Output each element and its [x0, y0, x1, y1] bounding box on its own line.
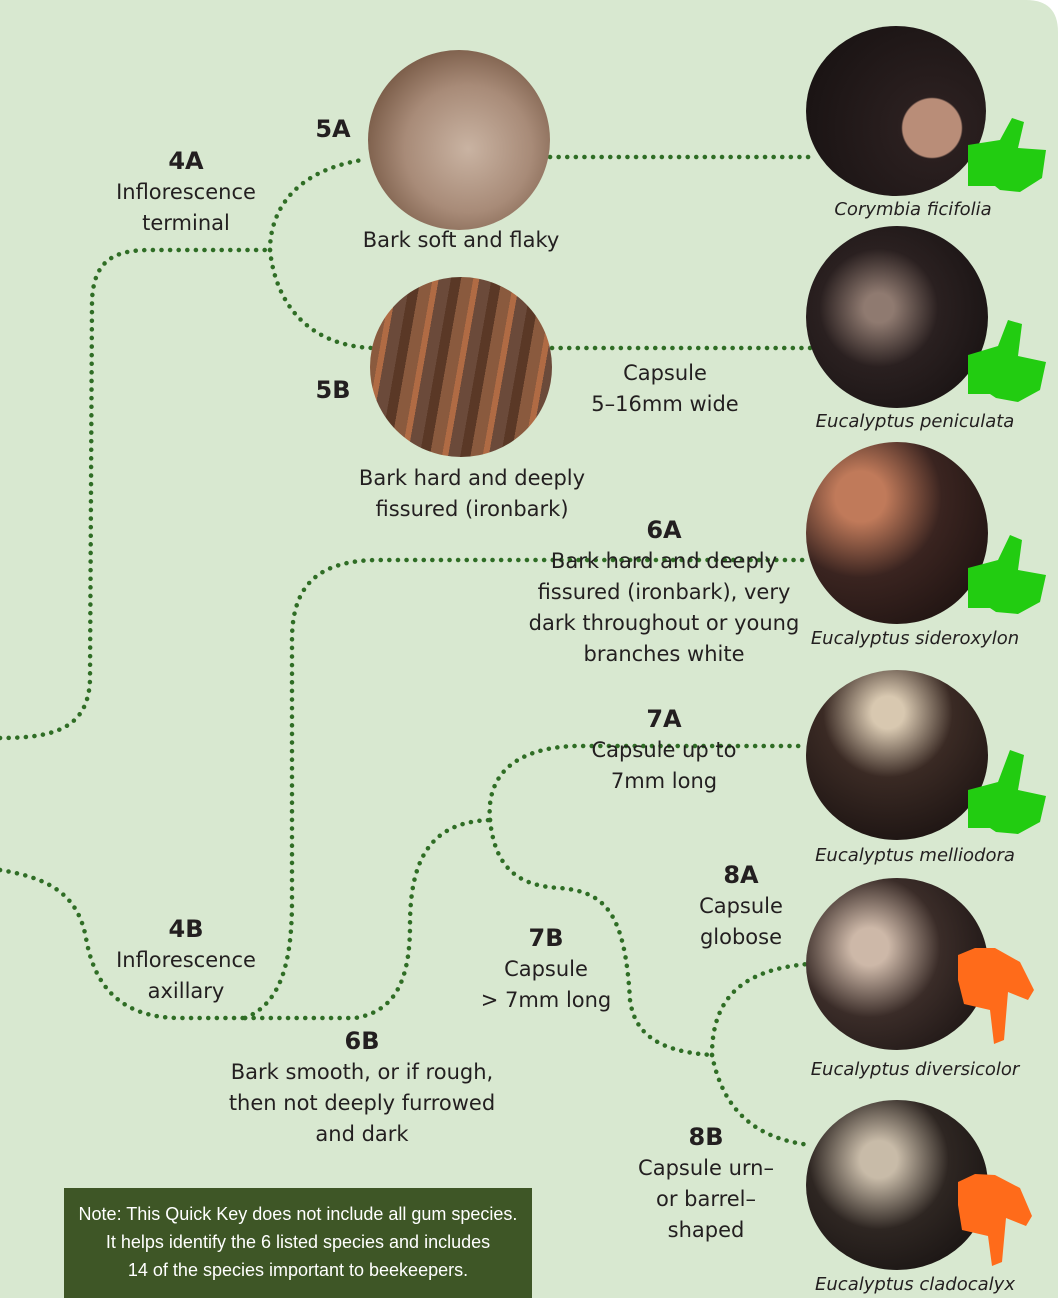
path-4B-6B	[242, 817, 493, 1021]
node-text-line: Bark smooth, or if rough,	[230, 1060, 494, 1084]
thumbs-down-icon	[958, 1174, 1032, 1266]
node-text-line: dark throughout or young	[528, 611, 800, 635]
node-4A: 4A Inflorescence terminal	[96, 146, 276, 239]
node-8A: 8A Capsule globose	[676, 860, 806, 953]
node-6B: 6B Bark smooth, or if rough, then not de…	[212, 1026, 512, 1150]
node-code: 4B	[168, 915, 204, 943]
thumbs-up-icon	[968, 118, 1046, 192]
species-name: Eucalyptus cladocalyx	[815, 1274, 1015, 1295]
node-text-line: Capsule	[699, 894, 783, 918]
species-name: Eucalyptus diversicolor	[810, 1059, 1020, 1080]
thumbs-up-icon	[968, 320, 1046, 402]
species-photo-eucalyptus-sideroxylon	[806, 442, 988, 624]
node-5A-code: 5A	[315, 115, 351, 143]
path-7B-8A	[709, 961, 811, 1058]
node-text-line: fissured (ironbark), very	[537, 580, 791, 604]
node-code: 8B	[688, 1123, 724, 1151]
node-text-line: fissured (ironbark)	[375, 497, 569, 521]
node-text-line: > 7mm long	[480, 988, 612, 1012]
node-code: 4A	[168, 147, 204, 175]
species-photo-eucalyptus-melliodora	[806, 670, 988, 840]
thumbs-up-icon	[968, 535, 1046, 614]
thumbs-down-icon	[958, 948, 1034, 1044]
node-code: 7B	[528, 924, 564, 952]
note-line: Note: This Quick Key does not include al…	[78, 1204, 518, 1224]
species-name: Eucalyptus peniculata	[815, 411, 1015, 432]
node-text-line: branches white	[583, 642, 745, 666]
path-6B-7A	[487, 743, 808, 823]
path-to-4A	[0, 247, 273, 741]
node-7B: 7B Capsule > 7mm long	[466, 923, 626, 1016]
node-text-line: Bark hard and deeply	[550, 549, 778, 573]
species-photo-eucalyptus-diversicolor	[806, 878, 988, 1050]
node-text-line: Capsule urn–	[638, 1156, 774, 1180]
node-text-line: terminal	[142, 211, 230, 235]
node-code: 6B	[344, 1027, 380, 1055]
node-text-line: Bark hard and deeply	[358, 466, 586, 490]
node-text-line: Capsule	[623, 361, 707, 385]
note-box: Note: This Quick Key does not include al…	[64, 1188, 532, 1298]
path-4A-5B	[267, 247, 375, 351]
node-text-line: and dark	[315, 1122, 409, 1146]
node-5B-code: 5B	[315, 376, 351, 404]
bark-photo-soft-flaky	[368, 50, 550, 230]
node-5A-text: Bark soft and flaky	[362, 228, 560, 252]
path-4B-6A	[242, 557, 813, 1021]
path-4A-5A	[267, 157, 365, 253]
node-text-line: Inflorescence	[116, 948, 256, 972]
species-name: Corymbia ficifolia	[834, 199, 992, 220]
node-text-line: then not deeply furrowed	[228, 1091, 496, 1115]
node-text-line: Capsule	[504, 957, 588, 981]
path-to-4B	[0, 867, 248, 1021]
node-text-line: or barrel–	[655, 1187, 757, 1211]
node-text-line: Inflorescence	[116, 180, 256, 204]
note-line: It helps identify the 6 listed species a…	[105, 1232, 491, 1252]
species-name: Eucalyptus melliodora	[815, 845, 1015, 866]
path-6B-7B	[487, 817, 715, 1058]
node-text-line: globose	[699, 925, 783, 949]
bark-photo-ironbark	[370, 277, 552, 457]
node-7A: 7A Capsule up to 7mm long	[564, 704, 764, 797]
node-code: 8A	[723, 861, 759, 889]
node-text-line: shaped	[667, 1218, 745, 1242]
node-8B: 8B Capsule urn– or barrel– shaped	[616, 1122, 796, 1246]
path-7B-8B	[709, 1052, 813, 1148]
node-6A: 6A Bark hard and deeply fissured (ironba…	[514, 515, 814, 670]
thumbs-up-icon	[968, 750, 1046, 834]
capsule-5B-text: Capsule 5–16mm wide	[580, 358, 750, 420]
note-line: 14 of the species important to beekeeper…	[127, 1260, 469, 1280]
species-photo-eucalyptus-cladocalyx	[806, 1100, 988, 1270]
node-5B-text: Bark hard and deeply fissured (ironbark)	[330, 463, 614, 525]
species-photo-eucalyptus-peniculata	[806, 226, 988, 408]
node-code: 7A	[646, 705, 682, 733]
node-code: 6A	[646, 516, 682, 544]
species-name: Eucalyptus sideroxylon	[810, 628, 1020, 649]
node-text-line: 5–16mm wide	[591, 392, 739, 416]
species-photo-corymbia-ficifolia	[806, 26, 986, 196]
node-text-line: Capsule up to	[591, 738, 737, 762]
node-text-line: axillary	[147, 979, 225, 1003]
node-text-line: 7mm long	[610, 769, 718, 793]
node-4B: 4B Inflorescence axillary	[96, 914, 276, 1007]
